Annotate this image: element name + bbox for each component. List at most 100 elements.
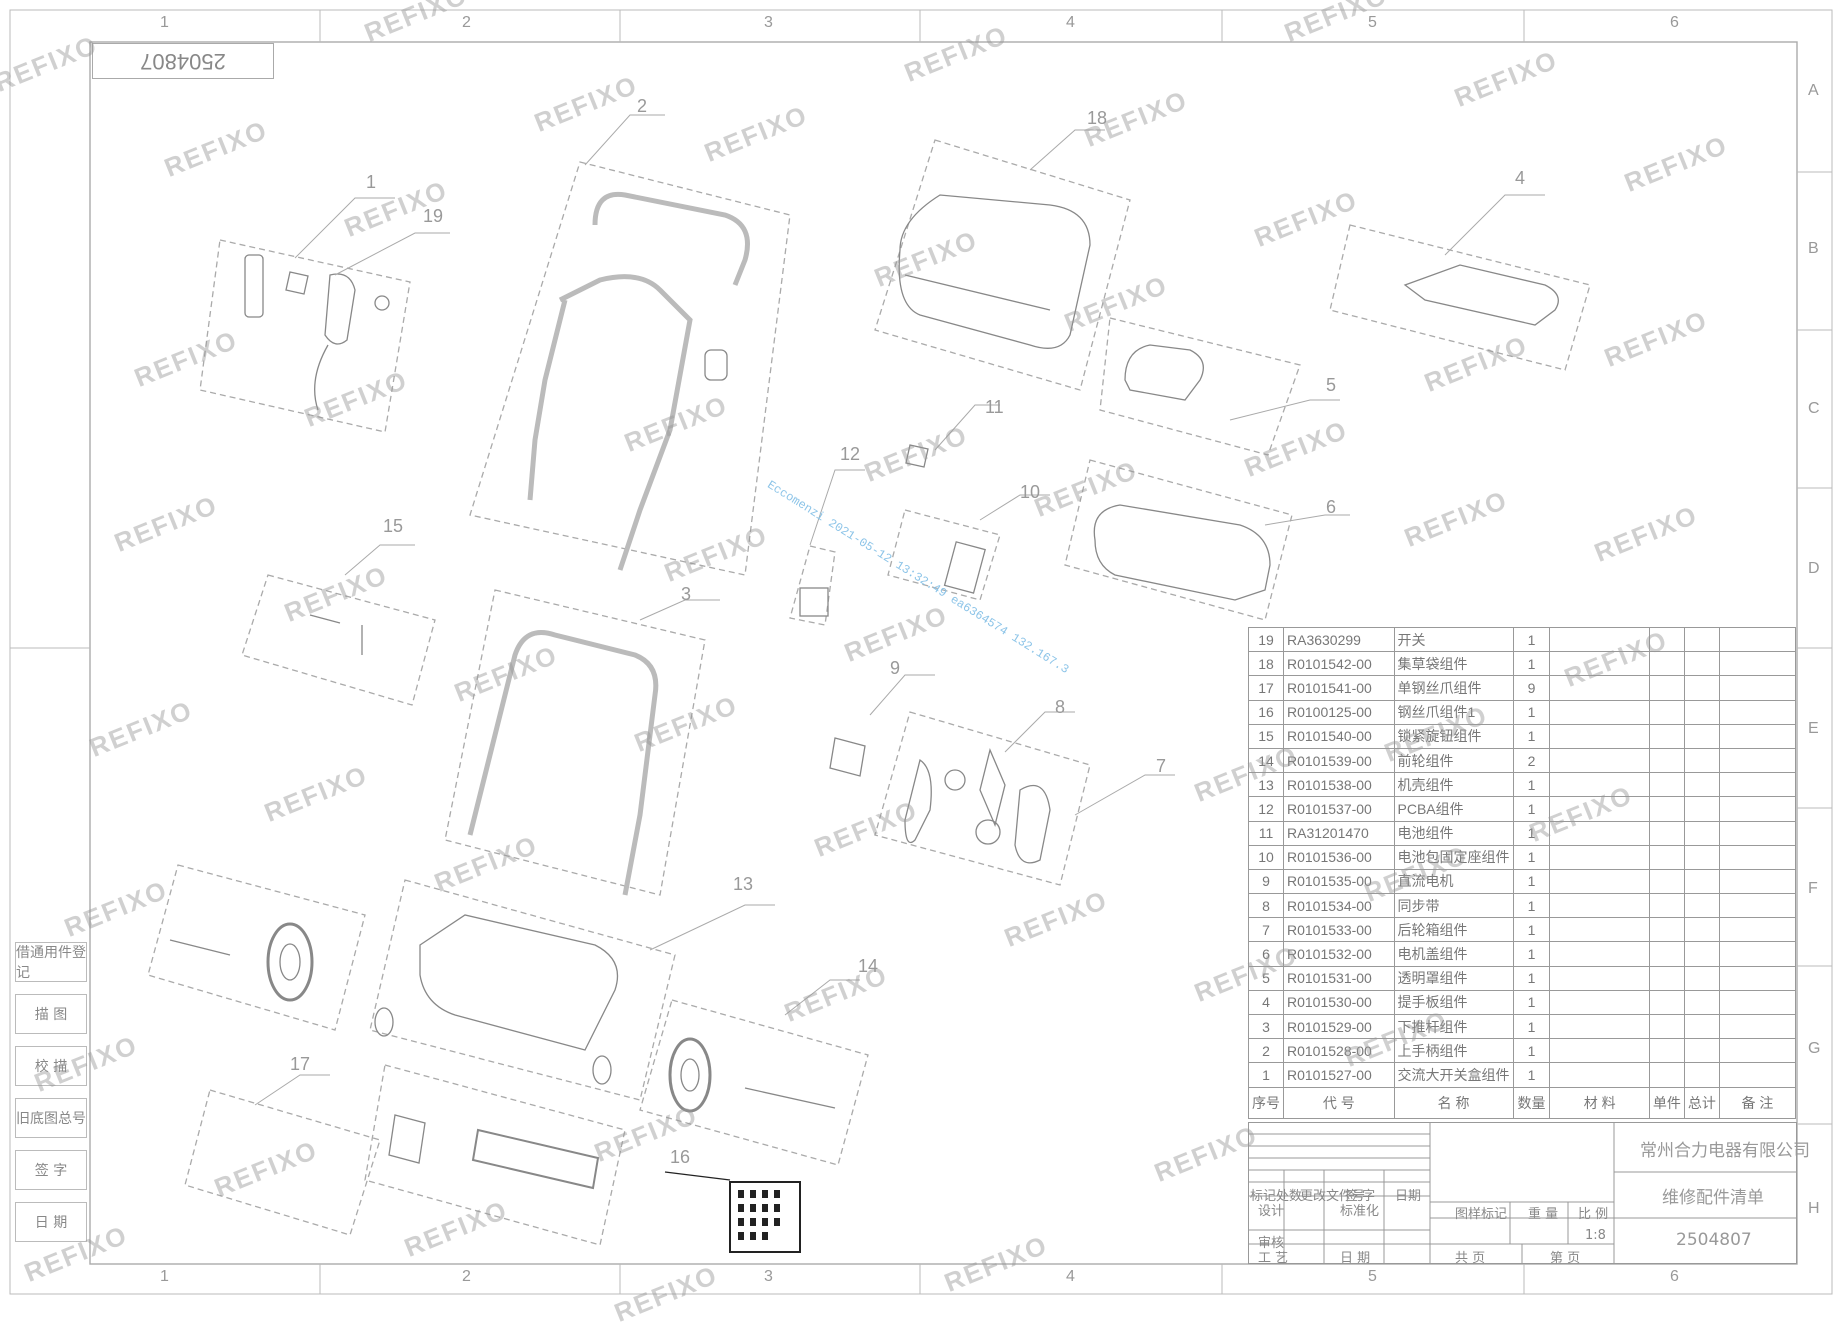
callout-1: 1 — [366, 172, 377, 192]
bom-cell-empty — [1718, 1062, 1797, 1088]
bom-cell-empty — [1683, 1062, 1720, 1088]
bom-cell-empty — [1648, 772, 1685, 798]
callout-9: 9 — [890, 658, 901, 678]
callout-3: 3 — [681, 584, 692, 604]
grid-col-1-bottom: 1 — [160, 1268, 169, 1285]
tb-standard-label: 标准化 — [1340, 1204, 1380, 1219]
bom-cell-empty — [1648, 626, 1685, 653]
callout-17: 17 — [290, 1054, 311, 1074]
bom-cell-empty — [1683, 868, 1720, 895]
grid-col-4-bottom: 4 — [1066, 1268, 1075, 1285]
bom-cell-empty — [1549, 675, 1650, 701]
bom-cell-empty — [1549, 820, 1650, 846]
bom-cell-empty — [1683, 1013, 1720, 1040]
bom-cell-code: R0101527-00 — [1283, 1062, 1395, 1088]
bom-cell-empty — [1549, 723, 1650, 749]
bom-cell-empty — [1718, 941, 1797, 967]
grid-col-1-top: 1 — [160, 14, 169, 31]
outer-border — [9, 9, 1833, 1295]
bom-cell-qty: 1 — [1512, 626, 1551, 653]
bom-cell-empty — [1683, 941, 1720, 967]
grid-ticks — [10, 10, 1832, 1294]
side-label-old-number: 旧底图总号 — [15, 1098, 87, 1138]
bom-cell-name: 前轮组件 — [1393, 747, 1514, 774]
bom-cell-empty — [1683, 747, 1720, 774]
bom-cell-empty — [1718, 1038, 1797, 1064]
bom-cell-empty — [1549, 844, 1650, 870]
side-label-trace: 描 图 — [15, 994, 87, 1034]
bom-cell-no: 14 — [1248, 747, 1284, 774]
bom-cell-empty — [1683, 699, 1720, 725]
bom-cell-qty: 1 — [1512, 820, 1551, 846]
bom-cell-code: R0101535-00 — [1283, 868, 1395, 895]
side-label-register: 借通用件登记 — [15, 942, 87, 982]
bom-cell-empty — [1718, 820, 1797, 846]
bom-cell-qty: 1 — [1512, 965, 1551, 991]
bom-cell-qty: 1 — [1512, 1062, 1551, 1088]
bom-cell-no: 12 — [1248, 796, 1284, 822]
bom-cell-no: 5 — [1248, 965, 1284, 991]
bom-cell-code: R0101532-00 — [1283, 941, 1395, 967]
bom-cell-qty: 1 — [1512, 893, 1551, 919]
bom-cell-no: 11 — [1248, 820, 1284, 846]
grid-row-H: H — [1808, 1200, 1820, 1217]
bom-cell-no: 13 — [1248, 772, 1284, 798]
bom-cell-qty: 9 — [1512, 675, 1551, 701]
bom-cell-empty — [1648, 1062, 1685, 1088]
bom-cell-name: 下推杆组件 — [1393, 1013, 1514, 1040]
bom-cell-empty — [1648, 1038, 1685, 1064]
bom-cell-empty — [1683, 893, 1720, 919]
bom-cell-code: R0101537-00 — [1283, 796, 1395, 822]
bom-cell-empty — [1549, 699, 1650, 725]
tb-weight-label: 重 量 — [1528, 1207, 1559, 1222]
bom-cell-name: 同步带 — [1393, 893, 1514, 919]
bom-cell-name: 电池组件 — [1393, 820, 1514, 846]
bom-header-no: 序号 — [1248, 1086, 1284, 1119]
grid-col-2-top: 2 — [462, 14, 471, 31]
bom-cell-empty — [1648, 747, 1685, 774]
bom-cell-empty — [1648, 1013, 1685, 1040]
bom-cell-name: 锁紧旋钮组件 — [1393, 723, 1514, 749]
bom-cell-name: 交流大开关盒组件 — [1393, 1062, 1514, 1088]
bom-cell-empty — [1549, 747, 1650, 774]
bom-cell-empty — [1648, 723, 1685, 749]
bom-cell-no: 9 — [1248, 868, 1284, 895]
bom-cell-empty — [1718, 626, 1797, 653]
bom-cell-code: R0101533-00 — [1283, 917, 1395, 943]
bom-cell-name: 电池包固定座组件 — [1393, 844, 1514, 870]
bom-cell-empty — [1683, 772, 1720, 798]
bom-cell-no: 3 — [1248, 1013, 1284, 1040]
grid-col-6-top: 6 — [1670, 14, 1679, 31]
bom-header-qty: 数量 — [1512, 1086, 1551, 1119]
bom-header-row: 序号代 号名 称数量材 料单件总计备 注 — [1248, 1086, 1797, 1119]
bom-cell-empty — [1718, 796, 1797, 822]
bom-cell-empty — [1718, 868, 1797, 895]
tb-scale-value: 1:8 — [1585, 1228, 1606, 1243]
callout-12: 12 — [840, 444, 861, 464]
bom-cell-name: 提手板组件 — [1393, 989, 1514, 1016]
bom-cell-empty — [1549, 651, 1650, 677]
bom-cell-name: 后轮箱组件 — [1393, 917, 1514, 943]
bom-cell-no: 17 — [1248, 675, 1284, 701]
bom-cell-empty — [1648, 651, 1685, 677]
bom-cell-no: 19 — [1248, 626, 1284, 653]
bom-cell-empty — [1549, 1062, 1650, 1088]
bom-cell-code: R0101538-00 — [1283, 772, 1395, 798]
grid-row-C: C — [1808, 400, 1820, 417]
side-label-date: 日 期 — [15, 1202, 87, 1242]
bom-cell-empty — [1683, 626, 1720, 653]
bom-cell-name: 电机盖组件 — [1393, 941, 1514, 967]
bom-cell-empty — [1648, 820, 1685, 846]
grid-col-4-top: 4 — [1066, 14, 1075, 31]
bom-cell-name: 单钢丝爪组件 — [1393, 675, 1514, 701]
callout-8: 8 — [1055, 697, 1066, 717]
